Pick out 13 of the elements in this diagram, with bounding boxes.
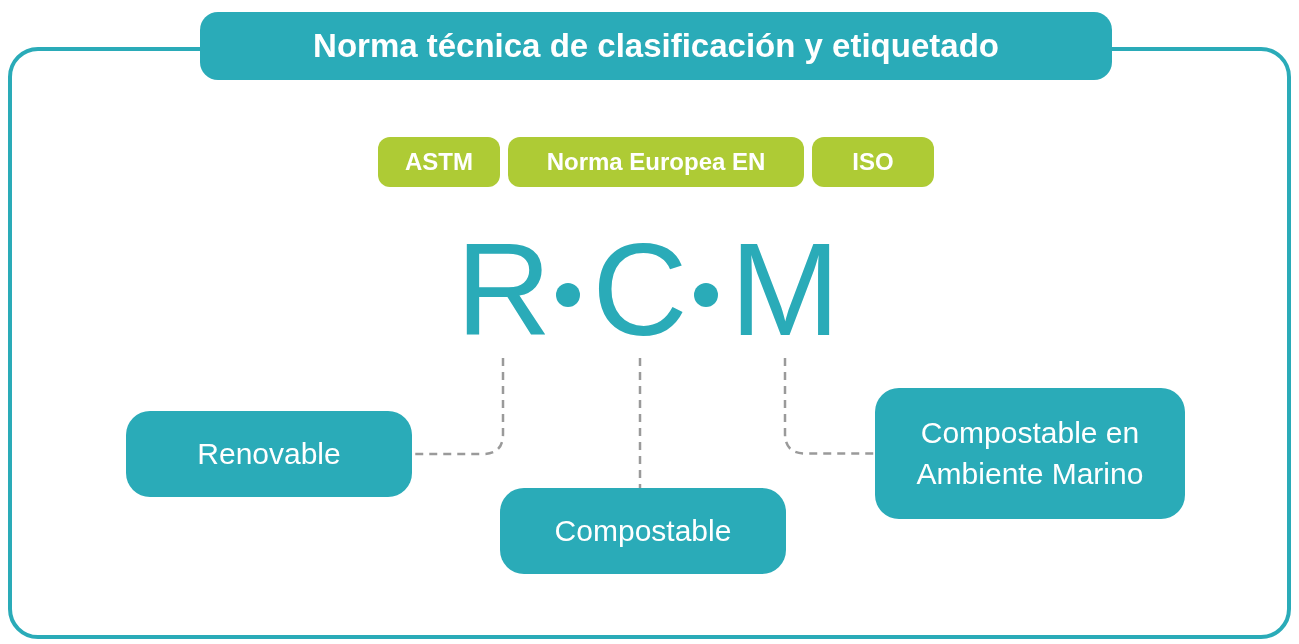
initial-letter: R [456,222,550,358]
title-banner: Norma técnica de clasificación y etiquetado [200,12,1112,80]
initial-letter: C [588,222,692,358]
category-box: Renovable [126,411,412,497]
standard-tag: ASTM [378,137,500,187]
leader-line [783,358,875,455]
category-box: Compostable en Ambiente Marino [875,388,1185,519]
initial-letter: M [728,222,842,358]
leader-line [412,358,505,456]
category-box: Compostable [500,488,786,574]
leader-line [638,358,642,488]
standard-tag: Norma Europea EN [508,137,804,187]
standard-tag: ISO [812,137,934,187]
